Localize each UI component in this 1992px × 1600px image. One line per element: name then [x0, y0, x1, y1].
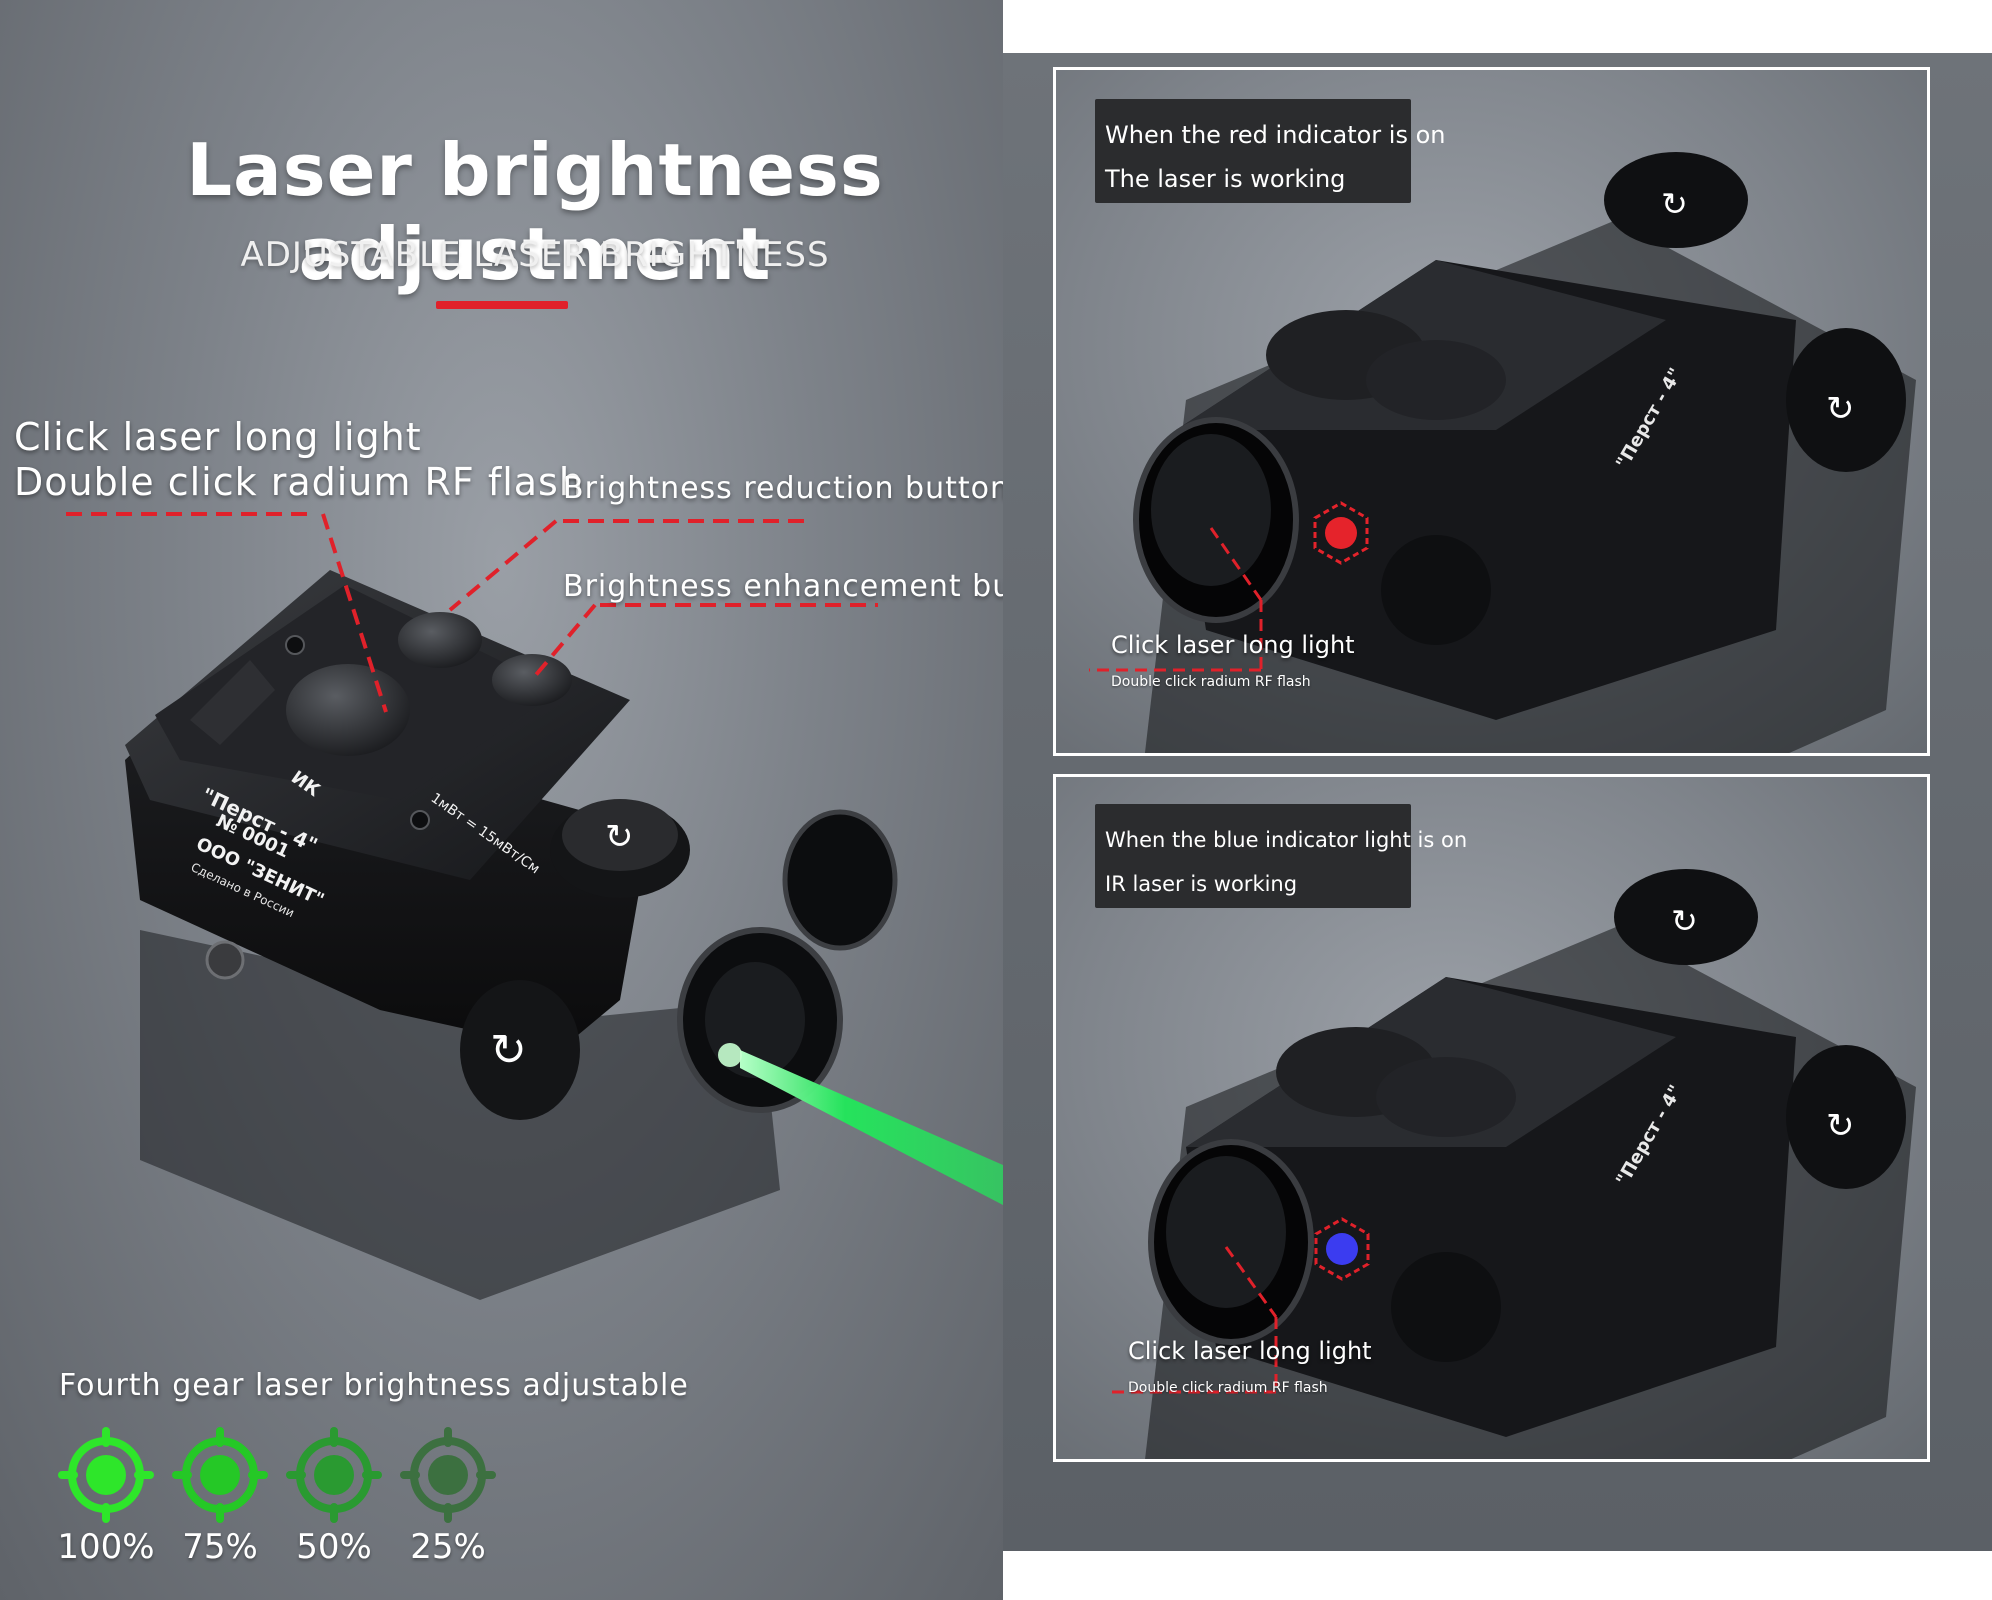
- page-subtitle: ADJUSTABLE LASER BRIGHTNESS: [240, 235, 830, 275]
- red-note-line2: The laser is working: [1105, 165, 1346, 193]
- brightness-enhancement-button: [492, 654, 572, 706]
- brightness-level-label: 25%: [410, 1527, 486, 1567]
- device-closeup-red: ↻ ↻ "Перст - 4": [1133, 152, 1916, 753]
- title-underline: [436, 301, 568, 309]
- blue-indicator-panel: ↻ ↻ "Перст - 4" When the blue indicator …: [1053, 774, 1930, 1462]
- brightness-level-label: 100%: [57, 1527, 155, 1567]
- blue-note-line2: IR laser is working: [1105, 872, 1298, 896]
- brightness-level-25-icon: [400, 1427, 496, 1523]
- brightness-level-label: 50%: [296, 1527, 372, 1567]
- svg-text:↻: ↻: [1826, 389, 1855, 429]
- blue-panel-click-callout: Click laser long light: [1128, 1337, 1372, 1365]
- red-panel-double-click-callout: Double click radium RF flash: [1111, 674, 1311, 690]
- laser-device-illustration: ↻ ↻ "Перст - 4" № 0001 ООО "ЗЕНИТ" Сдела…: [125, 570, 1003, 1300]
- page-title: Laser brightness adjustment: [186, 128, 884, 296]
- brightness-level-75-icon: [172, 1427, 268, 1523]
- brightness-enhancement-callout: Brightness enhancement button: [563, 569, 1003, 604]
- blue-note-line1: When the blue indicator light is on: [1105, 828, 1468, 852]
- green-laser-beam: [740, 1050, 1003, 1205]
- brightness-level-50-icon: [286, 1427, 382, 1523]
- brightness-level-label: 75%: [182, 1527, 258, 1567]
- click-laser-callout: Click laser long light: [14, 415, 422, 459]
- red-indicator-panel: ↻ ↻ "Перст - 4" When the red indicator i…: [1053, 67, 1930, 756]
- blue-panel-double-click-callout: Double click radium RF flash: [1128, 1380, 1328, 1396]
- svg-text:↻: ↻: [490, 1025, 527, 1076]
- svg-text:↻: ↻: [1826, 1106, 1855, 1146]
- gear-caption: Fourth gear laser brightness adjustable: [59, 1368, 689, 1403]
- indicator-light-red: [1089, 501, 1369, 672]
- indicator-light-blue: [1111, 1217, 1370, 1394]
- brightness-level-100-icon: [58, 1427, 154, 1523]
- red-panel-click-callout: Click laser long light: [1111, 631, 1355, 659]
- svg-text:↻: ↻: [1661, 185, 1688, 223]
- svg-text:↻: ↻: [1671, 902, 1698, 940]
- rotary-knob-front: [460, 980, 580, 1120]
- double-click-callout: Double click radium RF flash: [14, 460, 584, 504]
- rear-lens: [782, 809, 898, 951]
- svg-text:↻: ↻: [605, 817, 634, 857]
- brightness-reduction-callout: Brightness reduction button: [563, 471, 1003, 506]
- red-indicator-note: When the red indicator is on The laser i…: [1095, 99, 1446, 203]
- right-indicator-panel: ↻ ↻ "Перст - 4" When the red indicator i…: [1003, 53, 1992, 1551]
- brightness-reduction-button: [398, 612, 482, 668]
- device-closeup-blue: ↻ ↻ "Перст - 4": [1145, 869, 1916, 1459]
- device-reflection: [140, 930, 780, 1300]
- left-product-panel: Laser brightness adjustment ADJUSTABLE L…: [0, 0, 1003, 1600]
- blue-indicator-note: When the blue indicator light is on IR l…: [1095, 804, 1468, 908]
- callout-leader-lines: [66, 512, 878, 713]
- red-note-line1: When the red indicator is on: [1105, 121, 1446, 149]
